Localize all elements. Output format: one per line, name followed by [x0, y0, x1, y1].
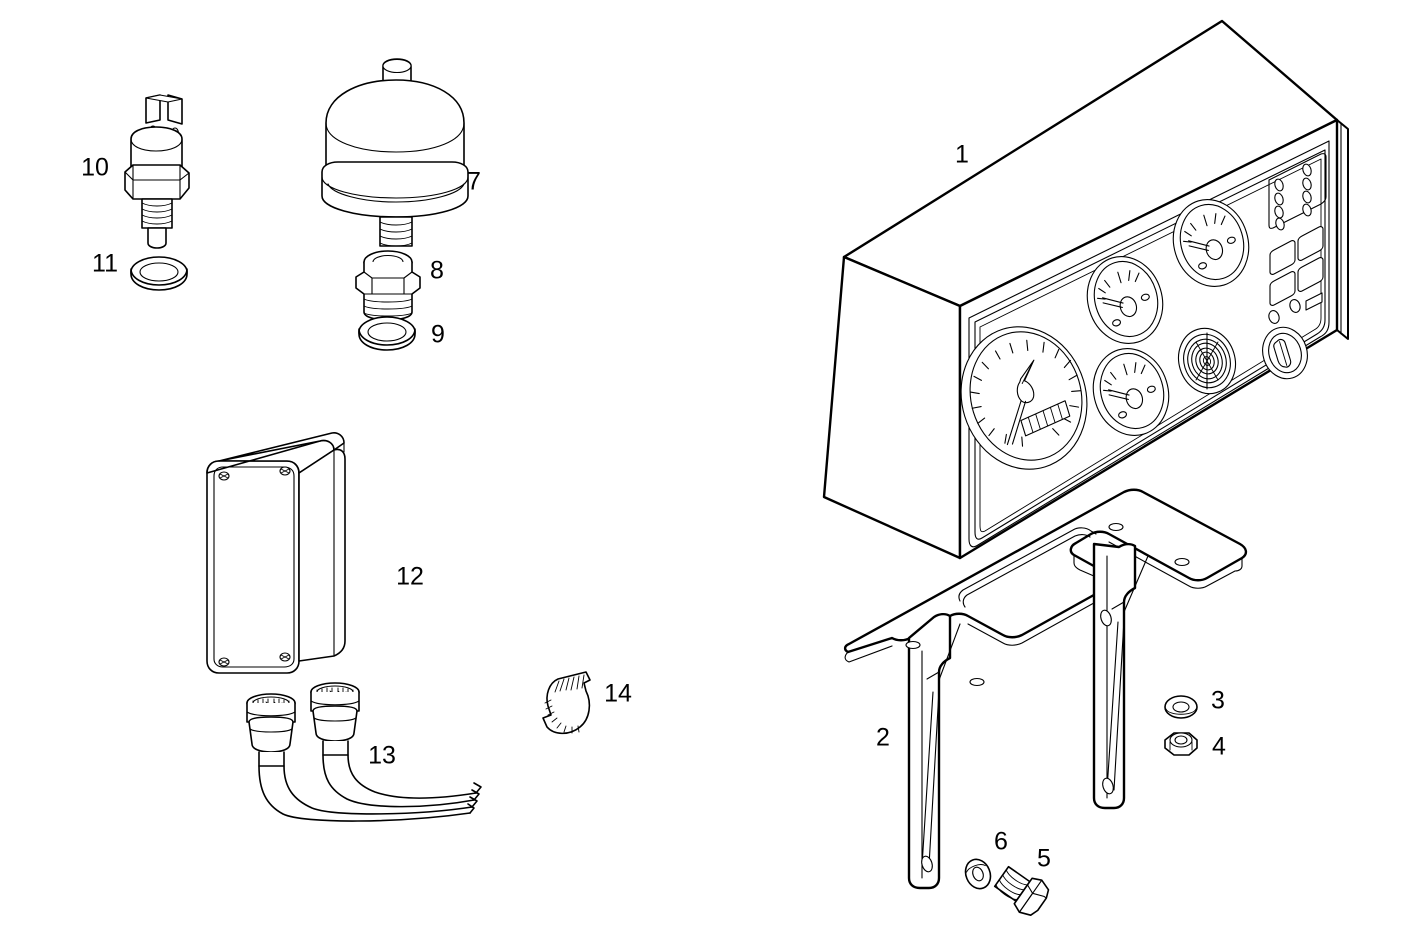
callout-1: 1 [955, 141, 969, 169]
gauge-speedometer [960, 326, 1088, 470]
rocker-switch-array [1269, 226, 1324, 306]
callout-9: 9 [431, 321, 445, 349]
ignition-key-switch [1262, 326, 1308, 380]
box-corner-screw [218, 471, 230, 481]
part-connector-cable-assembly [246, 682, 482, 822]
gauge-temperature [1172, 199, 1250, 287]
part-washer-6 [964, 858, 992, 890]
part-adapter-fitting [355, 250, 421, 321]
callout-4: 4 [1212, 733, 1226, 761]
part-mounting-bracket [843, 488, 1248, 890]
gauge-oil-pressure [1092, 348, 1170, 436]
callout-7: 7 [467, 168, 481, 196]
part-instrument-cluster-panel [822, 19, 1349, 560]
part-sealing-ring-11 [130, 256, 188, 291]
gauge-concentric-element [1177, 327, 1237, 395]
indicator-lamp-panel [1268, 153, 1327, 231]
callout-13: 13 [368, 742, 396, 770]
part-hex-nut-4 [1164, 732, 1198, 756]
part-sealing-ring-9 [358, 316, 416, 351]
part-washer-3 [1164, 695, 1198, 719]
connector-right [310, 682, 360, 756]
part-pressure-sender [321, 58, 469, 247]
callout-5: 5 [1037, 845, 1051, 873]
callout-3: 3 [1211, 687, 1225, 715]
connector-left [246, 693, 296, 767]
part-temperature-switch [124, 94, 190, 249]
small-control-elements [1268, 292, 1323, 324]
part-control-box [206, 432, 346, 674]
callout-11: 11 [92, 250, 118, 278]
callout-labels: 1 2 3 4 5 6 7 8 9 10 11 12 13 14 [81, 141, 1226, 873]
callout-2: 2 [876, 724, 890, 752]
part-cable-clamp [542, 671, 591, 735]
gauge-fuel [1086, 256, 1164, 344]
callout-14: 14 [604, 680, 632, 708]
box-corner-screw [218, 657, 230, 667]
callout-8: 8 [430, 257, 444, 285]
part-hex-bolt-5 [993, 865, 1050, 917]
callout-12: 12 [396, 563, 424, 591]
callout-6: 6 [994, 828, 1008, 856]
box-corner-screw [279, 652, 291, 662]
callout-10: 10 [81, 154, 109, 182]
speedometer-ticks [969, 339, 1082, 447]
box-corner-screw [279, 466, 291, 476]
